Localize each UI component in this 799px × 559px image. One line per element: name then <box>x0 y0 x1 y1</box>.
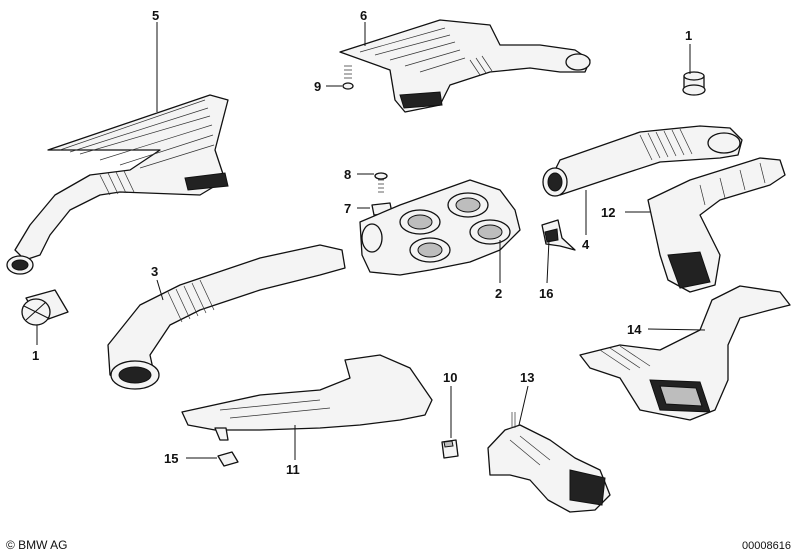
part-6-air-duct-center[interactable] <box>339 19 591 113</box>
callout-11: 11 <box>286 462 300 477</box>
callout-13: 13 <box>520 370 534 385</box>
part-10-clip-block[interactable] <box>441 439 459 459</box>
part-8-screw[interactable] <box>374 172 388 193</box>
callout-14: 14 <box>627 322 642 337</box>
part-1-bushing-top[interactable] <box>682 71 706 96</box>
callout-labels: 5 6 9 1 8 7 12 4 3 2 16 1 14 10 13 15 11 <box>32 8 692 477</box>
callout-15: 15 <box>164 451 178 466</box>
part-15-clip[interactable] <box>217 451 239 467</box>
part-13-air-duct-footwell[interactable] <box>487 412 611 513</box>
part-2-distributor-housing[interactable] <box>359 179 521 276</box>
part-12-air-duct-outlet[interactable] <box>647 157 786 293</box>
callout-2: 2 <box>495 286 502 301</box>
part-14-air-outlet[interactable] <box>579 285 791 421</box>
part-9-screw[interactable] <box>342 65 354 90</box>
callout-3: 3 <box>151 264 158 279</box>
part-1-nozzle-left[interactable] <box>21 289 69 326</box>
part-16-clip[interactable] <box>541 219 576 251</box>
part-3-air-duct-middle[interactable] <box>107 244 346 390</box>
callout-5: 5 <box>152 8 159 23</box>
callout-1-left: 1 <box>32 348 39 363</box>
callout-12: 12 <box>601 205 615 220</box>
callout-10: 10 <box>443 370 457 385</box>
callout-4: 4 <box>582 237 590 252</box>
callout-7: 7 <box>344 201 351 216</box>
copyright-text: © BMW AG <box>6 538 68 552</box>
leader-lines <box>36 22 706 460</box>
callout-9: 9 <box>314 79 321 94</box>
part-11-air-duct-lower[interactable] <box>181 354 433 441</box>
part-4-air-duct-right[interactable] <box>542 125 743 197</box>
part-5-air-duct-left[interactable] <box>6 94 229 275</box>
callout-6: 6 <box>360 8 367 23</box>
callout-1-top: 1 <box>685 28 692 43</box>
callout-16: 16 <box>539 286 553 301</box>
callout-8: 8 <box>344 167 351 182</box>
document-number: 00008616 <box>742 540 791 552</box>
